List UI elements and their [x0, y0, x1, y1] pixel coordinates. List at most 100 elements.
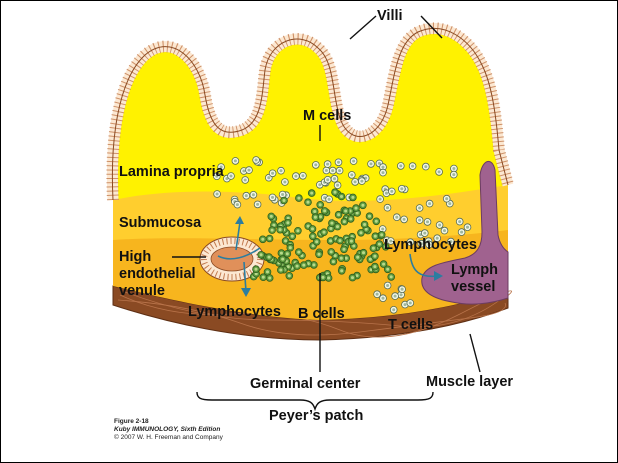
lymphocyte-cell-icon [324, 161, 331, 168]
lymphocyte-cell-icon [353, 205, 360, 212]
lymphocyte-cell-icon [300, 172, 307, 179]
lymphocyte-cell-icon [326, 196, 333, 203]
copyright: © 2007 W. H. Freeman and Company [114, 434, 223, 442]
lymphocyte-cell-icon [228, 173, 235, 180]
lymphocyte-cell-icon [348, 172, 355, 179]
lymph-vessel-label-line2: vessel [451, 279, 495, 295]
lymphocyte-cell-icon [266, 254, 273, 261]
lymphocyte-cell-icon [329, 220, 336, 227]
lymphocyte-cell-icon [372, 263, 379, 270]
lymphocyte-cell-icon [214, 191, 221, 198]
lymphocyte-cell-icon [269, 170, 276, 177]
lymphocyte-cell-icon [258, 251, 265, 258]
lymphocyte-cell-icon [268, 213, 275, 220]
lymphocyte-cell-icon [384, 282, 391, 289]
lymphocyte-cell-icon [285, 219, 292, 226]
lymphocyte-cell-icon [277, 226, 284, 233]
lymphocyte-cell-icon [330, 258, 337, 265]
lymphocyte-cell-icon [329, 167, 336, 174]
lymphocyte-cell-icon [336, 167, 343, 174]
lymphocyte-cell-icon [242, 177, 249, 184]
lymphocyte-cell-icon [259, 236, 266, 243]
peyers-patch-bracket [197, 392, 433, 409]
lymphocyte-cell-icon [373, 218, 380, 225]
lymphocyte-cell-icon [380, 295, 387, 302]
lymphocyte-cell-icon [368, 161, 375, 168]
lymphocyte-cell-icon [337, 237, 344, 244]
lymphocyte-cell-icon [269, 194, 276, 201]
lymphocyte-cell-icon [401, 216, 408, 223]
lymphocyte-cell-icon [441, 227, 448, 234]
lymphocyte-cell-icon [376, 241, 383, 248]
lymphocyte-cell-icon [260, 274, 267, 281]
lymphocyte-cell-icon [436, 169, 443, 176]
lymphocyte-cell-icon [456, 218, 463, 225]
lymphocyte-cell-icon [286, 272, 293, 279]
lymphocyte-cell-icon [338, 255, 345, 262]
lymphocyte-cell-icon [384, 204, 391, 211]
lymphocyte-cell-icon [338, 267, 345, 274]
lymphocyte-cell-icon [443, 195, 450, 202]
lymphocyte-cell-icon [289, 233, 296, 240]
lymphocyte-cell-icon [295, 227, 302, 234]
lymphocyte-cell-icon [347, 216, 354, 223]
lymphocyte-cell-icon [281, 197, 288, 204]
lymphocyte-cell-icon [384, 266, 391, 273]
lymphocyte-cell-icon [338, 193, 345, 200]
lymphocyte-cell-icon [243, 192, 250, 199]
lymphocyte-cell-icon [321, 229, 328, 236]
lymphocyte-cell-icon [253, 266, 260, 273]
lymphocyte-cell-icon [312, 214, 319, 221]
lymphocytes-left-label: Lymphocytes [188, 304, 281, 320]
lymphocyte-cell-icon [317, 201, 324, 208]
lymphocyte-cell-icon [388, 188, 395, 195]
lymphocyte-cell-icon [409, 163, 416, 170]
lymphocyte-cell-icon [296, 195, 303, 202]
lymphocyte-cell-icon [335, 211, 342, 218]
lymphocyte-cell-icon [354, 254, 361, 261]
lymphocyte-cell-icon [422, 163, 429, 170]
lymphocyte-cell-icon [309, 226, 316, 233]
lymphocyte-cell-icon [316, 251, 323, 258]
lymphocyte-cell-icon [282, 179, 289, 186]
lymphocyte-cell-icon [234, 201, 241, 208]
lymphocyte-cell-icon [393, 214, 400, 221]
lymphocyte-cell-icon [278, 167, 285, 174]
lymphocyte-cell-icon [372, 253, 379, 260]
lymphocyte-cell-icon [416, 205, 423, 212]
lymphocyte-cell-icon [324, 176, 331, 183]
lymphocyte-cell-icon [374, 291, 381, 298]
lymphocyte-cell-icon [308, 190, 315, 197]
lymphocyte-cell-icon [436, 222, 443, 229]
lymphocyte-cell-icon [359, 178, 366, 185]
lymphocyte-cell-icon [328, 249, 335, 256]
lymphocyte-cell-icon [300, 262, 307, 269]
lymphocyte-cell-icon [458, 229, 465, 236]
lymphocyte-cell-icon [349, 274, 356, 281]
lymphocyte-cell-icon [335, 159, 342, 166]
lymphocyte-cell-icon [397, 163, 404, 170]
lymphocyte-cell-icon [279, 256, 286, 263]
lymphocyte-cell-icon [464, 224, 471, 231]
lymphocyte-cell-icon [341, 218, 348, 225]
lymphocyte-cell-icon [332, 189, 339, 196]
lymphocytes-right-label: Lymphocytes [384, 237, 477, 253]
lymphocyte-cell-icon [388, 274, 395, 281]
lymphocyte-cell-icon [254, 201, 261, 208]
lymphocyte-cell-icon [295, 249, 302, 256]
muscle-layer-label: Muscle layer [426, 374, 513, 390]
lymphocyte-cell-icon [370, 245, 377, 252]
lymphocyte-cell-icon [360, 202, 367, 209]
submucosa-label: Submucosa [119, 215, 202, 231]
hev-label-line2: endothelial [119, 266, 196, 282]
hev-label-line3: venule [119, 283, 165, 299]
m-cells-label: M cells [303, 108, 351, 124]
lymphocyte-cell-icon [390, 306, 397, 313]
lymphocyte-cell-icon [372, 233, 379, 240]
lamina-propria-label: Lamina propria [119, 164, 225, 180]
villi-leader-1 [350, 16, 376, 39]
lymphocyte-cell-icon [323, 167, 330, 174]
lymphocyte-cell-icon [294, 263, 301, 270]
book-title: Kuby IMMUNOLOGY, Sixth Edition [114, 426, 223, 434]
lymphocyte-cell-icon [380, 169, 387, 176]
